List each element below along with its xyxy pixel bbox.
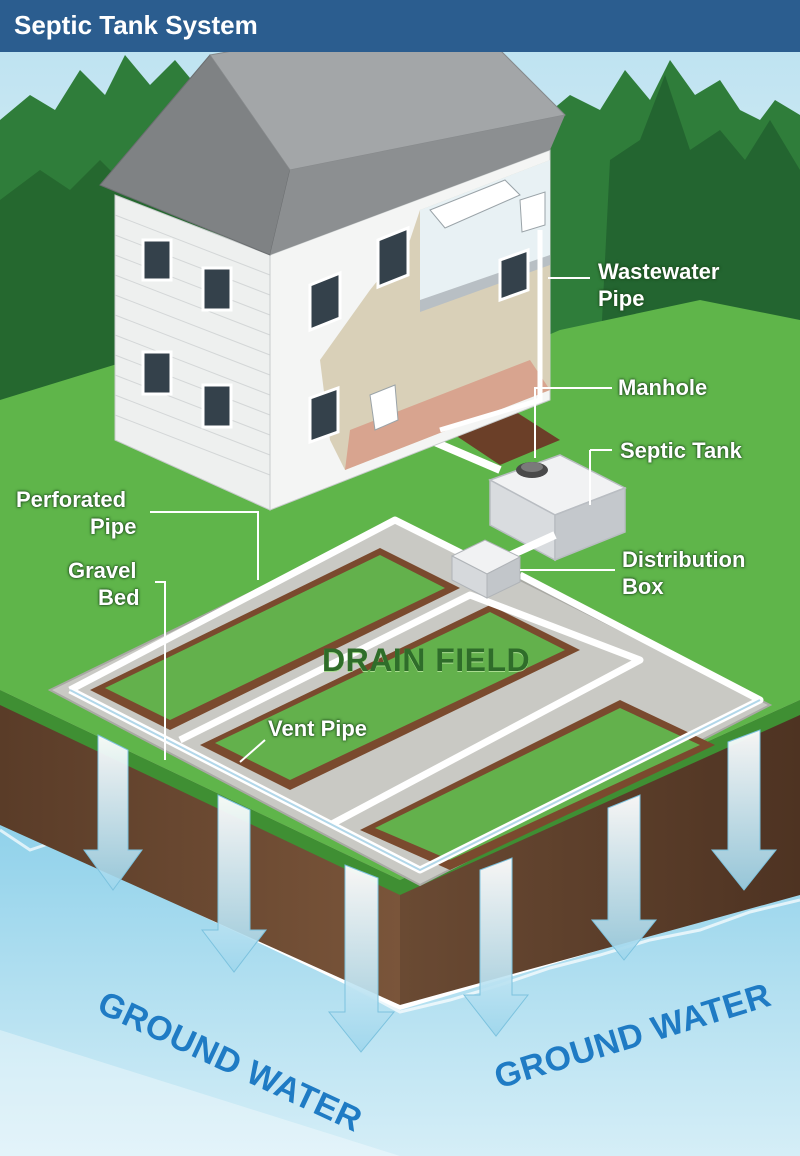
label-drain-field: DRAIN FIELD <box>322 642 531 678</box>
down-arrow-icon <box>710 729 778 891</box>
label-gravel-bed: Gravel Bed <box>68 557 140 611</box>
distribution-box-icon <box>450 539 522 599</box>
label-line: Gravel <box>68 558 137 583</box>
label-line: Box <box>622 574 664 599</box>
down-arrow-icon <box>200 794 268 973</box>
label-line: Distribution <box>622 547 746 572</box>
trenches <box>90 548 715 870</box>
down-arrow-icon <box>327 864 396 1053</box>
ground-water-layer <box>0 820 800 1156</box>
label-distribution-box: Distribution Box <box>622 546 745 600</box>
diagram-title: Septic Tank System <box>14 10 258 40</box>
title-bar: Septic Tank System <box>0 0 800 52</box>
label-septic-tank: Septic Tank <box>620 438 742 463</box>
label-line: Wastewater <box>598 259 720 284</box>
label-line: Pipe <box>90 514 137 539</box>
septic-tank-icon <box>488 454 627 562</box>
down-arrow-icon <box>83 734 143 891</box>
label-line: Bed <box>98 585 140 610</box>
label-line: Pipe <box>598 286 645 311</box>
leader-lines <box>150 277 615 763</box>
label-wastewater-pipe: Wastewater Pipe <box>598 258 719 312</box>
down-arrow-icon <box>462 857 530 1037</box>
infiltration-arrows <box>83 729 778 1053</box>
label-manhole: Manhole <box>618 375 708 400</box>
label-line: Perforated <box>16 487 127 512</box>
label-vent-pipe: Vent Pipe <box>268 716 368 741</box>
label-perforated-pipe: Perforated Pipe <box>16 486 136 540</box>
down-arrow-icon <box>590 794 658 961</box>
